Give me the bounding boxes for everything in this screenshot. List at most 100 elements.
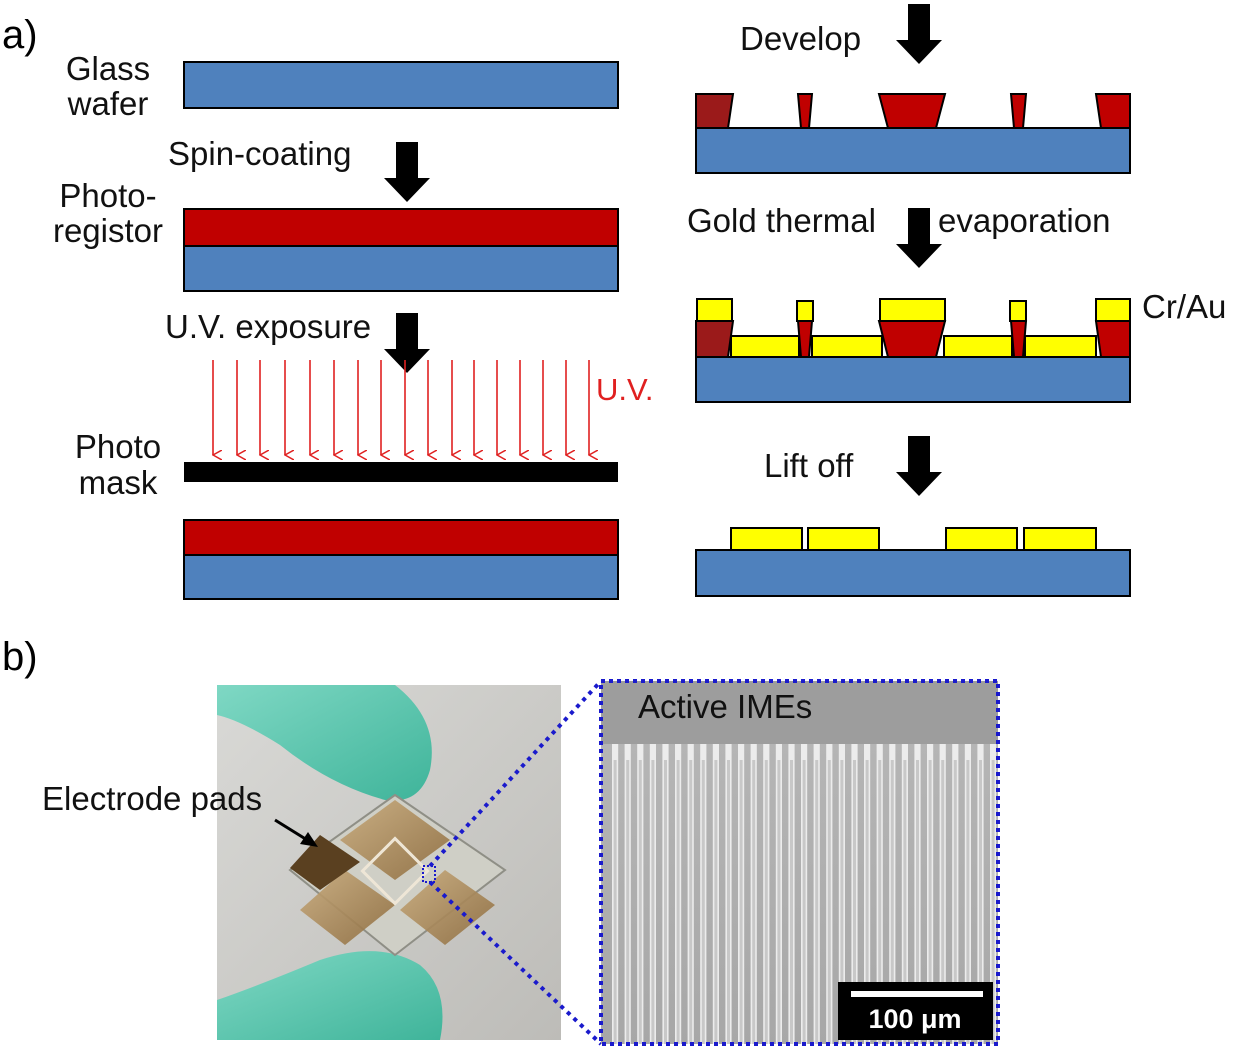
panel-label-a: a) (2, 13, 38, 57)
gold-evaporation-label-part1: Gold thermal (687, 202, 876, 239)
sem-border (599, 679, 1000, 1046)
electrode-finger-core (815, 760, 819, 1044)
electrode-finger-core (953, 760, 957, 1044)
gold-electrode (730, 527, 803, 551)
gold-layer (879, 298, 946, 322)
device-photo (217, 685, 561, 1040)
electrode-finger-core (865, 760, 869, 1044)
electrode-finger-core (701, 760, 705, 1044)
photomask (184, 462, 618, 482)
resist-feature (695, 320, 735, 358)
resist-feature (695, 93, 735, 129)
develop-label: Develop (740, 20, 861, 57)
electrode-finger-core (916, 760, 919, 1044)
gold-electrode (945, 527, 1018, 551)
photoresist-label-line1: Photo- (59, 177, 156, 214)
electrode-finger-core (689, 760, 693, 1044)
glove-top (217, 685, 432, 801)
resist-feature (1094, 93, 1131, 129)
uv-rays (213, 360, 589, 455)
electrode-finger-core (752, 760, 756, 1044)
sem-inset: Active IMEs 100 μm (599, 679, 1000, 1046)
pointer-arrowhead-icon (300, 832, 318, 847)
electrode-finger-core (664, 760, 667, 1044)
resist-feature (1009, 320, 1028, 358)
gold-electrode (1023, 527, 1097, 551)
electrode-finger-core (928, 760, 932, 1044)
electrode-finger-core (827, 760, 831, 1044)
glass-wafer (183, 245, 619, 292)
arrow-down-icon (896, 436, 942, 496)
gold-electrode (807, 527, 880, 551)
resist-feature (1094, 320, 1131, 358)
electrode-pads-label: Electrode pads (42, 780, 262, 817)
resist-feature (796, 93, 814, 129)
uv-label: U.V. (596, 372, 653, 407)
interdigitated-fingers (612, 744, 997, 1044)
zoom-line-bottom (428, 880, 603, 1046)
glass-wafer (695, 549, 1131, 597)
electrode-finger-core (727, 760, 730, 1044)
panel-label-b: b) (2, 635, 38, 679)
resist-feature (877, 93, 947, 129)
electrode-finger-core (979, 760, 982, 1044)
gold-layer (1009, 300, 1027, 322)
electrode-pad (290, 835, 360, 890)
gold-layer (796, 300, 814, 322)
lift-off-label: Lift off (764, 447, 854, 484)
zoom-region (422, 865, 436, 883)
gold-layer (696, 298, 733, 322)
electrode-finger-core (903, 760, 907, 1044)
electrode-finger-core (739, 760, 743, 1044)
arrow-down-icon (896, 4, 942, 64)
electrode-finger-core (966, 760, 970, 1044)
electrode-finger-core (890, 760, 894, 1044)
sem-header-band (601, 681, 998, 744)
arrow-down-icon (384, 142, 430, 202)
glove-bottom (217, 951, 443, 1040)
photoresist-layer (183, 208, 619, 247)
zoom-line-top (428, 679, 603, 868)
electrode-finger-core (802, 760, 806, 1044)
gold-layer (730, 335, 800, 358)
photoresist-label-line2: registor (53, 212, 163, 249)
spin-coating-label: Spin-coating (168, 135, 351, 172)
glass-wafer (183, 61, 619, 109)
photomask-label-line2: mask (79, 464, 158, 501)
photomask-label-line1: Photo (75, 428, 161, 465)
electrode-finger-core (777, 760, 781, 1044)
arrow-down-icon (896, 208, 942, 268)
electrode-finger-core (941, 760, 945, 1044)
electrode-finger-core (651, 760, 655, 1044)
uv-exposure-label: U.V. exposure (165, 308, 371, 345)
resist-feature (1009, 93, 1028, 129)
glass-label-line2: wafer (67, 85, 149, 122)
glass-wafer (183, 554, 619, 600)
gold-layer (943, 335, 1013, 358)
photoresist-layer (183, 519, 619, 556)
electrode-pads (400, 870, 495, 945)
electrode-finger-core (764, 760, 768, 1044)
scale-bar (851, 991, 983, 997)
glass-wafer (695, 356, 1131, 403)
resist-feature (796, 320, 814, 358)
electrode-finger-core (676, 760, 680, 1044)
gold-evaporation-label-part2: evaporation (938, 202, 1110, 239)
electrode-finger-core (626, 760, 630, 1044)
gold-layer (1095, 298, 1131, 322)
glass-wafer (695, 127, 1131, 174)
chip-center (360, 836, 430, 906)
electrode-finger-core (714, 760, 718, 1044)
electrode-finger-core (853, 760, 856, 1044)
cr-au-label: Cr/Au (1142, 288, 1226, 325)
arrow-down-icon (384, 313, 430, 373)
electrode-finger-core (790, 760, 793, 1044)
resist-feature (877, 320, 947, 358)
electrode-finger-core (840, 760, 844, 1044)
electrode-finger-core (613, 760, 617, 1044)
electrode-finger-core (991, 760, 995, 1044)
active-imes-label: Active IMEs (638, 688, 812, 725)
glass-label-line1: Glass (66, 50, 150, 87)
scale-bar-label: 100 μm (868, 1004, 961, 1034)
